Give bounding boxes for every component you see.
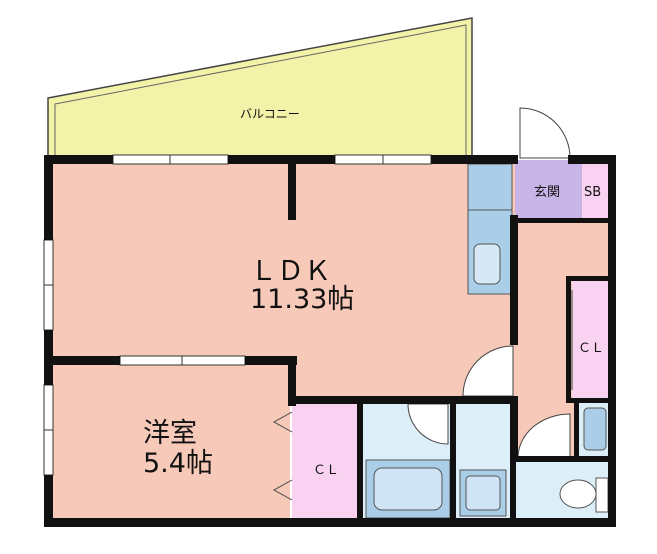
western-room-size: 5.4帖 <box>143 448 213 479</box>
ldk-size: 11.33帖 <box>250 284 354 315</box>
western-room-floor <box>48 360 290 522</box>
wall-ldk-bottom <box>288 396 515 404</box>
ldk-name: ＬＤＫ <box>250 256 331 287</box>
bath-fixtures <box>365 407 609 519</box>
front-door-swing <box>519 107 571 159</box>
wall-west-3 <box>44 475 53 526</box>
wall-east <box>608 155 616 527</box>
wall-bath-wash <box>450 400 456 522</box>
shoe-box-label: SB <box>584 185 601 200</box>
wall-top-right <box>431 155 518 164</box>
bath-door-swing <box>407 403 449 445</box>
wall-toilet-top <box>513 456 612 462</box>
kitchen-sink <box>473 243 501 285</box>
small-sink <box>583 407 607 451</box>
wall-ldk-western-2 <box>245 356 297 365</box>
closet-east-label: ＣＬ <box>578 341 604 356</box>
closet-west-door-bottom <box>272 479 293 501</box>
wall-closet-east-bottom <box>566 398 612 403</box>
washbasin-inner <box>465 475 501 511</box>
wall-top-entrance <box>568 155 616 164</box>
toilet-tank <box>595 477 609 513</box>
closet-east-floor <box>572 280 612 398</box>
balcony-label: バルコニー <box>240 107 300 121</box>
closet-west-door-top <box>272 411 293 433</box>
closet-west-label: ＣＬ <box>313 463 339 478</box>
wall-top-ldk <box>44 155 113 164</box>
wall-closet-east-left <box>566 276 571 402</box>
western-room-name: 洋室 <box>143 418 197 449</box>
toilet-bowl <box>559 479 597 509</box>
wall-small-storage-left <box>574 400 579 460</box>
balcony: バルコニー <box>47 17 473 159</box>
ldk-floor <box>48 160 515 400</box>
wall-ldk-east-2 <box>510 396 518 462</box>
bathtub-inner <box>373 467 443 511</box>
shoe-box-floor <box>582 160 612 222</box>
wall-closet-bath <box>357 400 363 522</box>
kitchen-counter <box>467 163 513 295</box>
walls <box>44 155 616 527</box>
wall-bottom <box>44 518 616 527</box>
wall-closet-east-top <box>566 276 612 281</box>
closet-door-marks <box>272 290 573 501</box>
wall-western-east <box>288 356 296 406</box>
wall-ldk-east <box>510 215 518 345</box>
wall-top-mid <box>228 155 335 164</box>
wall-entrance-bottom <box>515 218 612 223</box>
wall-ldk-stub <box>288 160 296 220</box>
wall-ldk-western-1 <box>44 356 120 365</box>
entrance-floor <box>515 160 582 222</box>
entrance-label: 玄関 <box>534 185 560 200</box>
wall-west-1 <box>44 155 53 240</box>
wall-wash-toilet <box>510 458 516 522</box>
ldk-door-swing <box>462 345 514 397</box>
balcony-area <box>47 17 473 159</box>
closet-west-floor <box>292 400 360 522</box>
